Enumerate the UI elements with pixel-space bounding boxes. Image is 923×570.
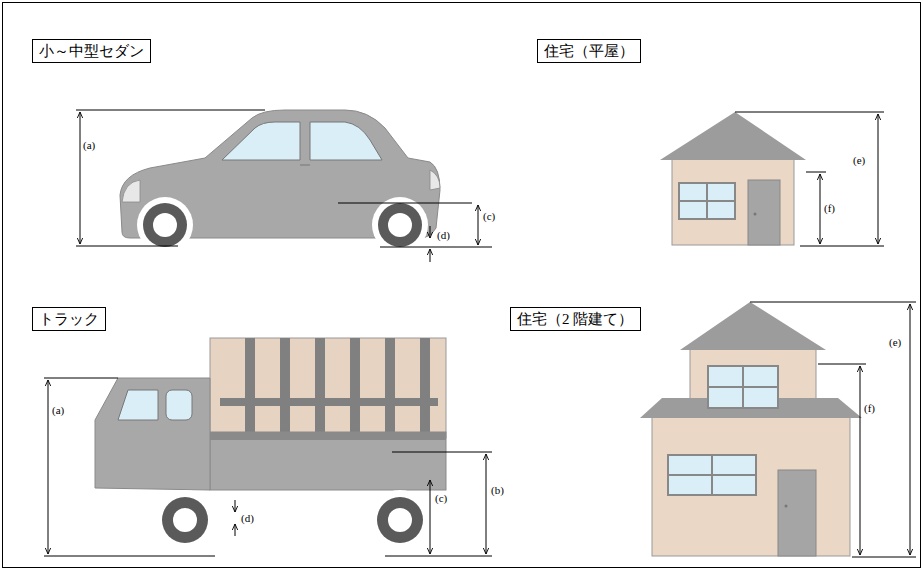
truck-dimensions <box>44 378 492 556</box>
dimension-label: (b) <box>490 484 505 496</box>
two-storey-dimensions <box>750 302 916 557</box>
sedan-drawing <box>120 110 440 253</box>
dimension-label: (a) <box>51 404 65 416</box>
dimension-label: (c) <box>482 210 496 222</box>
frame <box>3 3 921 568</box>
title-box: 住宅（2 階建て） <box>510 307 641 331</box>
title-text: トラック <box>39 310 99 328</box>
title-box: トラック <box>32 307 106 331</box>
dimension-label: (f) <box>863 402 876 414</box>
sedan-dimensions <box>76 110 492 262</box>
bungalow-dimensions <box>735 112 884 246</box>
dimension-label: (e) <box>888 336 902 348</box>
dimension-label: (d) <box>240 512 255 524</box>
title-box: 小～中型セダン <box>32 39 151 63</box>
dimension-label: (f) <box>823 202 836 214</box>
dimension-label: (c) <box>434 492 448 504</box>
dimension-label: (d) <box>436 229 451 241</box>
title-box: 住宅（平屋） <box>537 39 641 63</box>
title-text: 小～中型セダン <box>39 42 144 60</box>
truck-drawing <box>95 338 446 550</box>
dimension-label: (a) <box>82 139 96 151</box>
title-text: 住宅（2 階建て） <box>517 310 634 328</box>
title-text: 住宅（平屋） <box>544 42 634 60</box>
dimension-label: (e) <box>852 154 866 166</box>
bungalow-drawing <box>660 112 806 245</box>
two-storey-drawing <box>640 302 862 556</box>
